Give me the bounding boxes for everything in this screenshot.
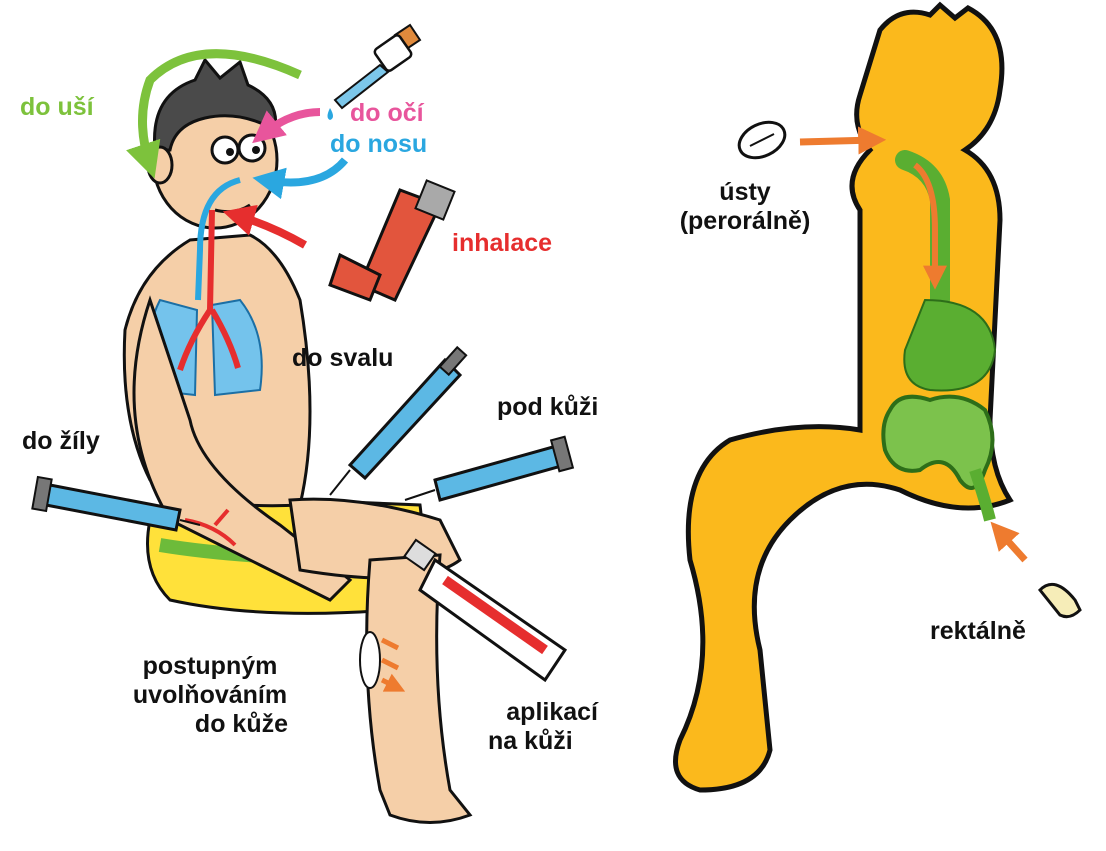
label-muscle: do svalu bbox=[292, 344, 393, 373]
label-topical-line1: aplikací bbox=[488, 698, 598, 727]
right-figure bbox=[676, 5, 1081, 790]
eye bbox=[239, 135, 265, 161]
label-nose: do nosu bbox=[330, 130, 427, 159]
label-oral-line2: (perorálně) bbox=[660, 207, 830, 236]
syringe-icon bbox=[405, 437, 573, 500]
label-vein: do žíly bbox=[22, 427, 100, 456]
label-oral: ústy (perorálně) bbox=[660, 178, 830, 236]
eye bbox=[212, 137, 238, 163]
ear bbox=[148, 147, 172, 183]
label-oral-line1: ústy bbox=[660, 178, 830, 207]
label-inhalation: inhalace bbox=[452, 229, 552, 258]
label-ears: do uší bbox=[20, 93, 94, 122]
oral-arrow bbox=[800, 140, 875, 142]
label-rectal: rektálně bbox=[930, 617, 1026, 646]
rectal-arrow bbox=[998, 530, 1025, 560]
label-subcutaneous: pod kůži bbox=[497, 393, 598, 422]
label-topical-line2: na kůži bbox=[488, 727, 598, 756]
tablet-icon bbox=[733, 115, 790, 164]
label-transdermal-line2: uvolňováním bbox=[130, 681, 290, 710]
suppository-icon bbox=[1040, 584, 1080, 616]
label-topical: aplikací na kůži bbox=[488, 698, 598, 756]
inhaler-icon bbox=[330, 180, 455, 300]
label-eyes: do očí bbox=[350, 99, 424, 128]
label-transdermal: postupným uvolňováním do kůže bbox=[130, 652, 290, 739]
label-transdermal-line1: postupným bbox=[130, 652, 290, 681]
label-transdermal-line3: do kůže bbox=[130, 710, 290, 739]
